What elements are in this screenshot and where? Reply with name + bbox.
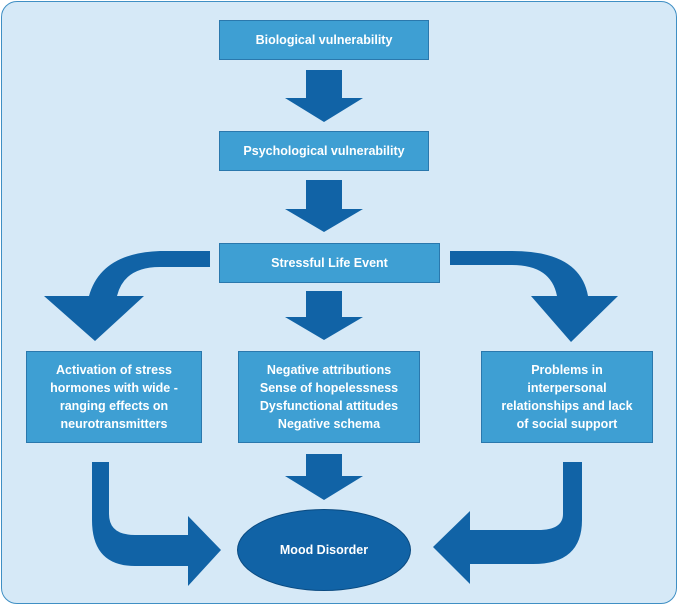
- arrow-stressful-event-to-cognitive: [285, 291, 363, 340]
- node-stress-hormones: Activation of stress hormones with wide …: [26, 351, 202, 443]
- arrow-stressful-event-to-stress-hormones: [44, 251, 210, 341]
- interpersonal-line-3: relationships and lack: [501, 399, 633, 413]
- arrow-psychological-to-stressful-event: [285, 180, 363, 232]
- node-psychological-vulnerability: Psychological vulnerability: [219, 131, 429, 171]
- node-cognitive-factors: Negative attributions Sense of hopelessn…: [238, 351, 420, 443]
- arrow-interpersonal-to-mood-disorder: [433, 462, 582, 584]
- arrow-cognitive-to-mood-disorder: [285, 454, 363, 500]
- node-psychological-label: Psychological vulnerability: [243, 144, 405, 158]
- interpersonal-line-2: interpersonal: [527, 381, 607, 395]
- interpersonal-line-1: Problems in: [531, 363, 603, 377]
- cognitive-line-1: Negative attributions: [266, 363, 392, 377]
- arrow-biological-to-psychological: [285, 70, 363, 122]
- node-stressful-event-label: Stressful Life Event: [271, 256, 388, 270]
- node-mood-disorder: Mood Disorder: [237, 509, 411, 591]
- arrow-stressful-event-to-interpersonal: [450, 251, 618, 342]
- node-biological-vulnerability: Biological vulnerability: [219, 20, 429, 60]
- node-biological-label: Biological vulnerability: [255, 33, 393, 47]
- cognitive-line-2: Sense of hopelessness: [259, 381, 399, 395]
- arrow-stress-hormones-to-mood-disorder: [92, 462, 221, 586]
- mood-disorder-label: Mood Disorder: [279, 543, 369, 557]
- stress-hormones-line-2: hormones with wide -: [50, 381, 178, 395]
- node-interpersonal-problems: Problems in interpersonal relationships …: [481, 351, 653, 443]
- stress-hormones-line-1: Activation of stress: [55, 363, 172, 377]
- cognitive-line-4: Negative schema: [277, 417, 381, 431]
- cognitive-line-3: Dysfunctional attitudes: [259, 399, 399, 413]
- stress-hormones-line-4: neurotransmitters: [60, 417, 168, 431]
- stress-hormones-line-3: ranging effects on: [59, 399, 169, 413]
- interpersonal-line-4: of social support: [516, 417, 618, 431]
- node-stressful-life-event: Stressful Life Event: [219, 243, 440, 283]
